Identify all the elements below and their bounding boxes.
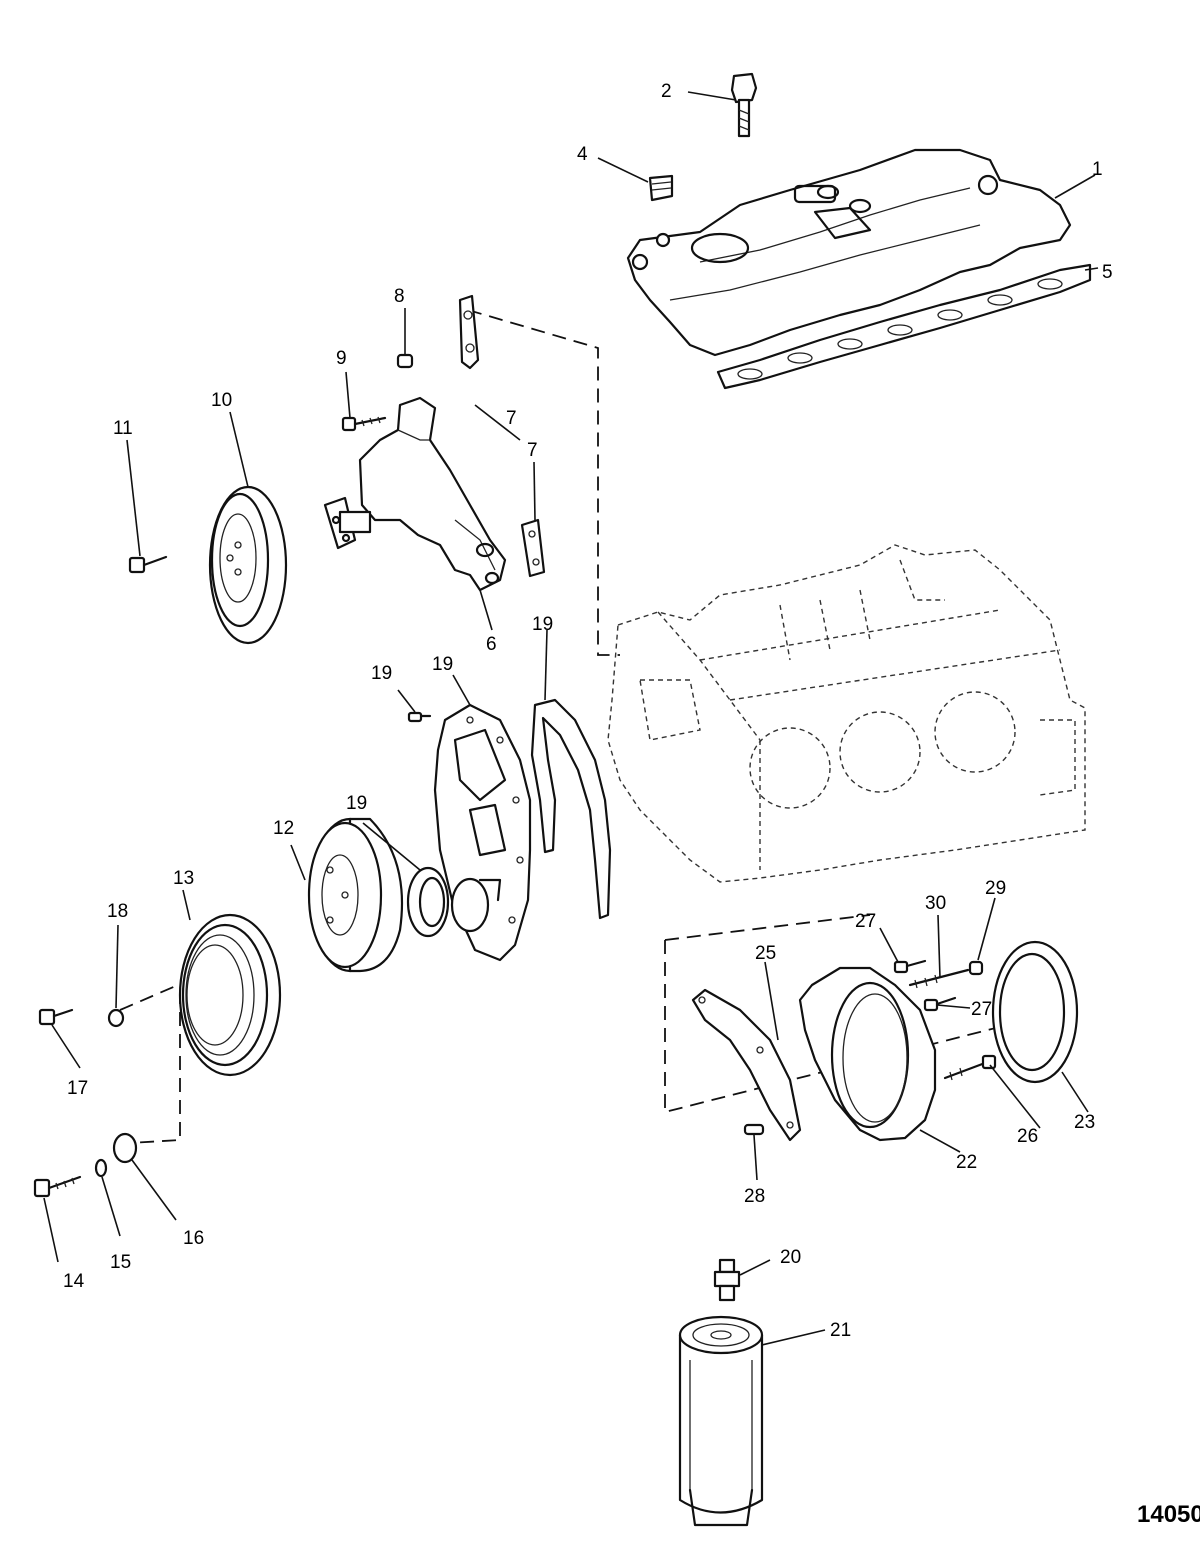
washer-18 [107,1008,125,1028]
rear-seal-gasket [691,988,802,1142]
callout-28: 28 [744,1186,765,1207]
callout-27b: 27 [971,999,992,1020]
callout-21: 21 [830,1320,851,1341]
small-nut [396,353,414,369]
callout-25: 25 [755,943,776,964]
manifold-bolt [730,72,758,138]
callout-7a: 7 [506,408,517,429]
timing-cover-gasket [530,698,612,920]
stud-30 [908,968,970,989]
callout-22: 22 [956,1152,977,1173]
housing-bolt-26 [943,1054,997,1081]
oil-filter-adapter [713,1258,741,1302]
callout-4: 4 [577,144,588,165]
callout-29: 29 [985,878,1006,899]
callout-26: 26 [1017,1126,1038,1147]
figure-id: 14050 [1137,1501,1200,1528]
rear-main-seal-housing [798,966,937,1142]
callout-11: 11 [113,418,133,439]
callout-6: 6 [486,634,497,655]
callout-18: 18 [107,901,128,922]
callout-30: 30 [925,893,946,914]
water-pump-group-boundary [467,309,620,656]
callout-19a: 19 [532,614,553,635]
bolt-17 [38,1008,74,1026]
lock-washer-15 [94,1158,108,1178]
callout-8: 8 [394,286,405,307]
intake-manifold [626,148,1072,357]
callout-20: 20 [780,1247,801,1268]
housing-screw-27b [923,996,957,1012]
timing-cover-screw [407,711,432,723]
water-pump [323,396,507,592]
callout-27a: 27 [855,911,876,932]
timing-cover [433,703,532,962]
water-pump-pulley [208,485,288,645]
pulley-hardware-line [119,984,179,1011]
callout-23: 23 [1074,1112,1095,1133]
callout-19b: 19 [371,663,392,684]
nut-29 [968,960,984,976]
callout-15: 15 [110,1252,131,1273]
oil-filter [678,1315,764,1527]
callout-5: 5 [1102,262,1113,283]
leader-lines [43,91,1099,1346]
callout-7b: 7 [527,440,538,461]
pulley-hardware-line-vertical [129,990,181,1144]
callout-17: 17 [67,1078,88,1099]
housing-screw-27a [893,959,927,974]
bolt-14 [33,1175,82,1198]
pump-screw [341,416,387,432]
engine-block-outline [607,544,1086,883]
callout-13: 13 [173,868,194,889]
callout-10: 10 [211,390,232,411]
water-pump-gasket-lower [520,518,546,578]
dowel-pin-28 [743,1123,765,1136]
callout-19c: 19 [432,654,453,675]
callout-2: 2 [661,81,672,102]
harmonic-balancer [307,817,404,973]
pulley-bolt [128,555,168,574]
rear-main-seal [991,940,1079,1084]
callout-1: 1 [1092,159,1103,180]
washer-16 [112,1132,138,1164]
water-pump-gasket-upper [458,294,480,370]
crankshaft-seal [406,866,450,938]
callout-19d: 19 [346,793,367,814]
intake-manifold-gasket [716,263,1092,390]
pipe-plug [648,174,674,202]
callout-9: 9 [336,348,347,369]
callout-14: 14 [63,1271,85,1292]
rear-seal-group-top [664,914,871,941]
callout-12: 12 [273,818,294,839]
crankshaft-pulley [178,913,282,1077]
callout-16: 16 [183,1228,204,1249]
